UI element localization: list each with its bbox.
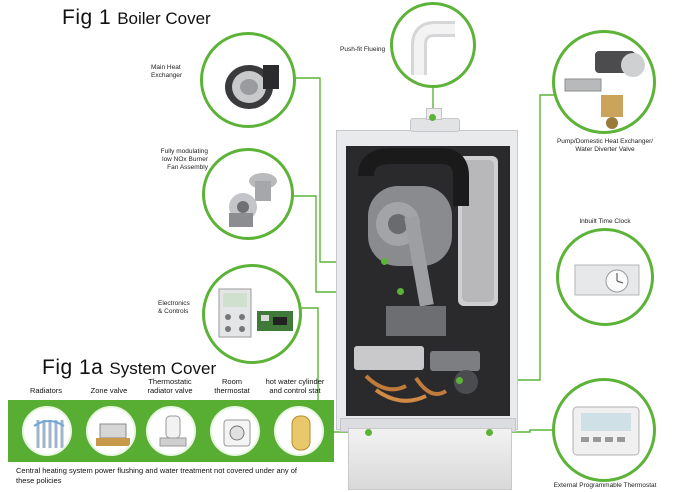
system-cover-strip xyxy=(8,400,334,462)
footnote-line2: these policies xyxy=(16,476,62,485)
cylinder-icon xyxy=(274,406,324,456)
control-panel-icon xyxy=(218,288,293,338)
footnote: Central heating system power flushing an… xyxy=(16,466,297,486)
room-thermostat-icon xyxy=(210,406,260,456)
fig1-subtitle: Boiler Cover xyxy=(117,9,211,28)
burner-fan-icon xyxy=(229,173,277,227)
boiler-flue-collar xyxy=(410,118,460,132)
burner-fan-circle xyxy=(202,148,294,240)
time-clock-circle xyxy=(556,228,654,326)
electronics-label: Electronics & Controls xyxy=(158,300,190,316)
fig1-title: Fig 1 Boiler Cover xyxy=(62,6,211,30)
system-label-cylinder-line2: and control stat xyxy=(269,386,321,395)
radiator-icon xyxy=(22,406,72,456)
dot-burner-fan xyxy=(397,288,404,295)
system-label-cylinder-line1: hot water cylinder xyxy=(265,377,325,386)
main-heat-exchanger-label: Main Heat Exchanger xyxy=(151,64,182,80)
trv-icon xyxy=(146,406,196,456)
fig1a-number: Fig 1a xyxy=(42,356,104,379)
electronics-label-line1: Electronics xyxy=(158,300,190,307)
system-label-radiators-line1: Radiators xyxy=(29,386,63,395)
boiler-internals-drawing xyxy=(354,148,498,403)
pump-diverter-label: Pump/Domestic Heat Exchanger/ Water Dive… xyxy=(552,138,658,154)
burner-fan-label-line3: Fan Assembly xyxy=(167,164,208,171)
main-heat-exchanger-label-line2: Exchanger xyxy=(151,72,183,79)
flue-elbow-icon xyxy=(411,21,455,75)
burner-fan-label: Fully modulating low NOx Burner Fan Asse… xyxy=(154,148,208,172)
system-label-room-thermostat-line1: Room xyxy=(221,377,242,386)
flue-label: Push-fit Flueing xyxy=(340,46,386,53)
electronics-circle xyxy=(202,264,302,364)
fig1a-subtitle: System Cover xyxy=(109,359,217,378)
electronics-label-line2: & Controls xyxy=(158,308,189,315)
pump-diverter-label-line1: Pump/Domestic Heat Exchanger/ xyxy=(556,138,654,145)
system-label-zone-valve-line1: Zone valve xyxy=(90,386,128,395)
dot-flue xyxy=(429,114,436,121)
system-label-zone-valve: Zone valve xyxy=(84,386,134,395)
dot-thermostat xyxy=(486,429,493,436)
thermostat-circle xyxy=(552,378,656,482)
boiler-bottom-cover xyxy=(348,428,512,490)
system-label-trv-line1: Thermostatic xyxy=(148,377,192,386)
footnote-line1: Central heating system power flushing an… xyxy=(16,466,297,475)
system-label-cylinder: hot water cylinder and control stat xyxy=(256,377,334,395)
flue-circle xyxy=(390,2,476,88)
time-clock-icon xyxy=(574,264,640,296)
fig1a-title: Fig 1a System Cover xyxy=(42,356,216,380)
pump-icon xyxy=(564,51,645,129)
boiler-internals xyxy=(346,146,510,416)
dot-pump xyxy=(456,377,463,384)
burner-fan-label-line2: low NOx Burner xyxy=(162,156,208,163)
system-label-room-thermostat-line2: thermostat xyxy=(214,386,250,395)
fig1-number: Fig 1 xyxy=(62,6,112,29)
heat-exchanger-icon xyxy=(225,65,279,109)
dot-electronics xyxy=(365,429,372,436)
system-label-trv-line2: radiator valve xyxy=(147,386,193,395)
thermostat-label: External Programmable Thermostat xyxy=(553,482,657,489)
burner-fan-label-line1: Fully modulating xyxy=(160,148,208,155)
main-heat-exchanger-label-line1: Main Heat xyxy=(151,64,181,71)
dot-heat-exchanger xyxy=(381,258,388,265)
system-label-radiators: Radiators xyxy=(23,386,69,395)
programmable-thermostat-icon xyxy=(572,406,640,456)
system-label-trv: Thermostatic radiator valve xyxy=(140,377,200,395)
pump-circle xyxy=(552,30,656,134)
main-heat-exchanger-circle xyxy=(200,32,296,128)
pump-diverter-label-line2: Water Diverter Valve xyxy=(575,146,635,153)
zone-valve-icon xyxy=(86,406,136,456)
system-label-room-thermostat: Room thermostat xyxy=(206,377,258,395)
time-clock-label: Inbuilt Time Clock xyxy=(579,218,631,225)
